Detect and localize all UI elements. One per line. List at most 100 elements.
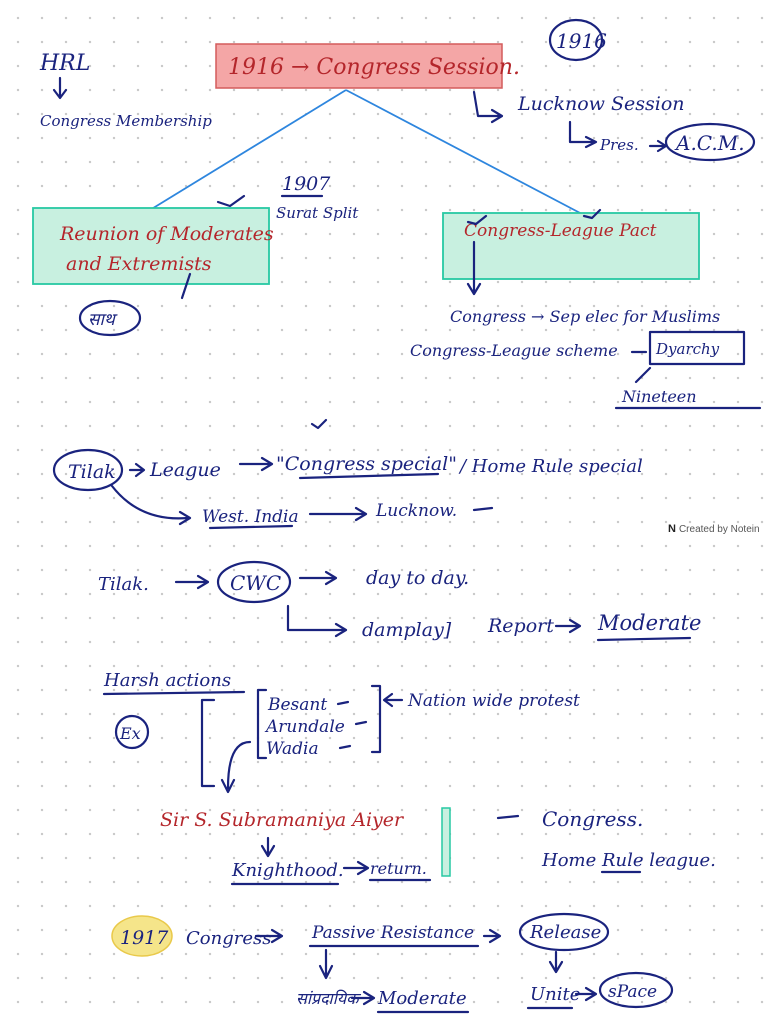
tick-mark-icon-2 bbox=[310, 418, 328, 430]
aiyer-name: Sir S. Subramaniya Aiyer bbox=[160, 809, 405, 831]
dyarchy-box bbox=[648, 330, 746, 366]
harsh-underline bbox=[102, 690, 246, 696]
teal-marker bbox=[441, 807, 451, 877]
acm-circle bbox=[664, 122, 756, 162]
home-rule-league: Home Rule league. bbox=[541, 850, 716, 871]
knighthood-label: Knighthood. bbox=[231, 860, 344, 881]
nineteen-pointer bbox=[634, 366, 652, 384]
ex-label: Ex bbox=[119, 724, 141, 743]
home-rule-special: / Home Rule special bbox=[458, 456, 643, 477]
reunion-line2: and Extremists bbox=[66, 253, 212, 275]
pact-note-1: Congress → Sep elec for Muslims bbox=[450, 307, 720, 326]
watermark-text: Created by Notein bbox=[678, 524, 760, 535]
name-1: Besant bbox=[267, 695, 327, 715]
arrow-to-daytoday-icon bbox=[298, 570, 338, 586]
space-label: sPace bbox=[608, 982, 657, 1002]
damplay-label: damplay] bbox=[362, 619, 452, 641]
arrow-to-damplay-icon bbox=[286, 604, 348, 638]
connector-left bbox=[149, 89, 347, 211]
pres-arrow-icon bbox=[568, 120, 598, 149]
moderate-label-2: Moderate bbox=[377, 988, 467, 1009]
year-circle bbox=[548, 18, 604, 62]
pact-arrow-icon bbox=[466, 240, 482, 296]
league-label: League bbox=[149, 459, 221, 481]
protest-arrow-icon bbox=[382, 692, 404, 708]
western-india: West. India bbox=[202, 507, 299, 527]
left-bracket bbox=[200, 698, 216, 788]
split-label: Surat Split bbox=[276, 204, 359, 222]
hrl-label: HRL bbox=[39, 51, 90, 76]
pact-note-3: Nineteen bbox=[621, 387, 697, 406]
return-label: return. bbox=[370, 859, 427, 878]
notein-logo-icon: N bbox=[668, 523, 676, 535]
tilak-circle bbox=[52, 448, 124, 492]
unite-label: Unite bbox=[530, 984, 580, 1005]
cwc-circle bbox=[216, 560, 292, 604]
year-1917: 1917 bbox=[120, 927, 169, 949]
acm-arrow-icon bbox=[648, 139, 668, 153]
tilak-label: Tilak bbox=[68, 461, 116, 483]
names-bracket bbox=[256, 688, 268, 760]
western-india-underline bbox=[208, 524, 294, 530]
passive-down-arrow-icon bbox=[318, 948, 334, 980]
cwc-label: CWC bbox=[230, 571, 281, 595]
special-underline bbox=[298, 472, 440, 480]
lucknow-dash bbox=[472, 506, 494, 512]
reunion-box bbox=[32, 207, 270, 285]
connector-right bbox=[345, 89, 583, 215]
congress-1917: Congress bbox=[186, 928, 271, 949]
arrow-to-release-icon bbox=[482, 928, 502, 944]
arrow-to-special-icon bbox=[238, 456, 274, 472]
hindi-circle bbox=[78, 299, 142, 337]
arrow-to-moderate-icon bbox=[554, 618, 582, 634]
arrow-to-lucknow-icon bbox=[308, 506, 368, 522]
title-box bbox=[215, 43, 503, 89]
space-circle bbox=[598, 971, 674, 1009]
pact-tick-icons bbox=[466, 208, 602, 226]
lucknow-arrow-icon bbox=[472, 90, 504, 124]
release-circle bbox=[518, 912, 610, 952]
reunion-pointer bbox=[180, 272, 192, 300]
hindi-circle-text: साथ bbox=[88, 310, 118, 330]
protest-label: Nation wide protest bbox=[407, 691, 580, 711]
congress-label-2: Congress. bbox=[542, 807, 643, 831]
lucknow-session: Lucknow Session bbox=[517, 93, 685, 115]
arrow-to-cwc-icon bbox=[174, 574, 210, 590]
aiyer-arrow-icon bbox=[260, 836, 276, 858]
hindi-word: सांप्रदायिक bbox=[296, 989, 362, 1008]
arrow-to-league-icon bbox=[128, 462, 146, 478]
congress-dash bbox=[496, 814, 520, 820]
report-label: Report bbox=[487, 615, 554, 637]
pres-label: Pres. bbox=[599, 136, 639, 154]
arrow-to-space-icon bbox=[574, 986, 598, 1002]
release-label: Release bbox=[529, 922, 601, 943]
acm-label: A.C.M. bbox=[674, 131, 745, 155]
moderate-underline bbox=[596, 636, 692, 642]
pact-text: Congress-League Pact bbox=[464, 221, 657, 241]
pact-note-2: Congress-League scheme bbox=[410, 341, 618, 360]
title-text: 1916 → Congress Session. bbox=[228, 55, 520, 80]
year-highlight bbox=[111, 915, 173, 957]
harsh-title: Harsh actions bbox=[103, 670, 231, 691]
release-arrow-icon bbox=[548, 950, 564, 974]
day-to-day: day to day. bbox=[366, 567, 469, 589]
right-bracket bbox=[370, 684, 382, 754]
ex-circle bbox=[114, 714, 150, 750]
return-arrow-icon bbox=[342, 860, 370, 876]
moderate-label: Moderate bbox=[597, 611, 701, 635]
name-3: Wadia bbox=[266, 739, 319, 759]
congress-special: "Congress special" bbox=[276, 453, 457, 475]
pact-box bbox=[442, 212, 700, 280]
tick-mark-icon bbox=[216, 194, 246, 208]
congress-membership: Congress Membership bbox=[40, 112, 212, 130]
down-arrow-icon bbox=[220, 740, 252, 794]
curve-arrow-icon bbox=[110, 484, 192, 526]
name-dashes bbox=[336, 700, 368, 750]
lucknow-label: Lucknow. bbox=[375, 501, 457, 521]
split-year: 1907 bbox=[282, 173, 331, 195]
hrl-arrow-icon bbox=[52, 76, 68, 100]
arrow-to-passive-icon bbox=[254, 928, 284, 944]
arrow-to-moderate2-icon bbox=[350, 990, 376, 1006]
